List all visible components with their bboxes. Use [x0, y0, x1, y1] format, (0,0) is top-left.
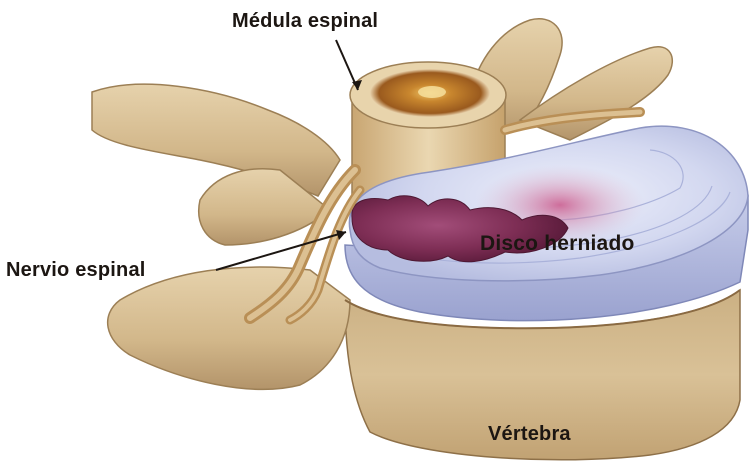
label-spinal-cord: Médula espinal — [232, 10, 378, 33]
label-spinal-nerve: Nervio espinal — [6, 259, 146, 282]
label-vertebra: Vértebra — [488, 423, 571, 446]
label-herniated-disc: Disco herniado — [480, 232, 635, 256]
transverse-process-left — [92, 84, 340, 196]
vertebral-arch-lower — [108, 267, 350, 389]
